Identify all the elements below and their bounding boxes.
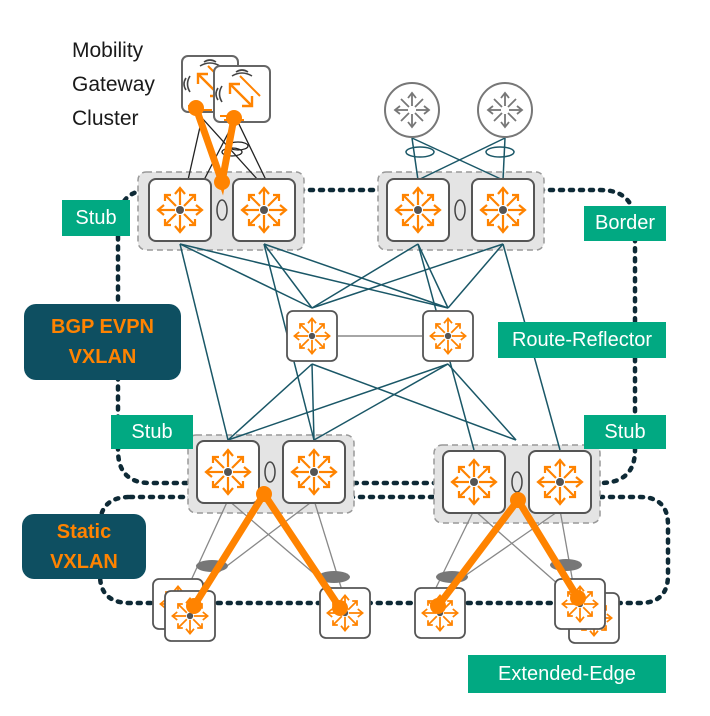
- static-vxlan-badge: Static VXLAN: [22, 514, 146, 579]
- switch-icon: [387, 179, 449, 241]
- route-reflector-tag: Route-Reflector: [498, 322, 666, 358]
- badge-line: VXLAN: [68, 346, 137, 368]
- cluster-label-line: Gateway: [72, 73, 155, 96]
- route-reflector-switch-icon: [287, 311, 337, 361]
- router-uplinks: [405, 137, 515, 181]
- switch-icon: [529, 451, 591, 513]
- switch-icon: [472, 179, 534, 241]
- router-icon: [477, 82, 533, 138]
- router-icon: [384, 82, 440, 138]
- extended-edge-tag: Extended-Edge: [468, 655, 666, 693]
- stack-connector-icon: [511, 471, 523, 493]
- switch-icon: [197, 441, 259, 503]
- stub-mid-left-tag: Stub: [111, 415, 193, 449]
- cluster-label-line: Cluster: [72, 107, 139, 130]
- mobility-gateway-cluster-label: Mobility Gateway Cluster: [72, 34, 155, 136]
- switch-icon: [443, 451, 505, 513]
- route-reflector-switch-icon: [423, 311, 473, 361]
- badge-line: Static: [56, 520, 112, 543]
- stack-connector-icon: [264, 461, 276, 483]
- switch-icon: [149, 179, 211, 241]
- lag-markers: [196, 559, 582, 583]
- stack-connector-icon: [454, 199, 466, 221]
- stub-mid-right-tag: Stub: [584, 415, 666, 449]
- switch-icon: [233, 179, 295, 241]
- bgp-evpn-vxlan-badge: BGP EVPN VXLAN: [24, 304, 181, 380]
- switch-icon: [283, 441, 345, 503]
- badge-line: BGP EVPN: [51, 316, 154, 338]
- access-switch-icon: [165, 591, 215, 641]
- stub-top-left-tag: Stub: [62, 200, 130, 236]
- cluster-label-line: Mobility: [72, 39, 144, 62]
- static-vxlan-boundary: [97, 494, 671, 606]
- mobility-gateway-icon: [212, 64, 272, 124]
- border-tag: Border: [584, 206, 666, 241]
- highlight-endpoints: [186, 100, 586, 616]
- stack-connector-icon: [216, 199, 228, 221]
- badge-line: VXLAN: [50, 550, 118, 573]
